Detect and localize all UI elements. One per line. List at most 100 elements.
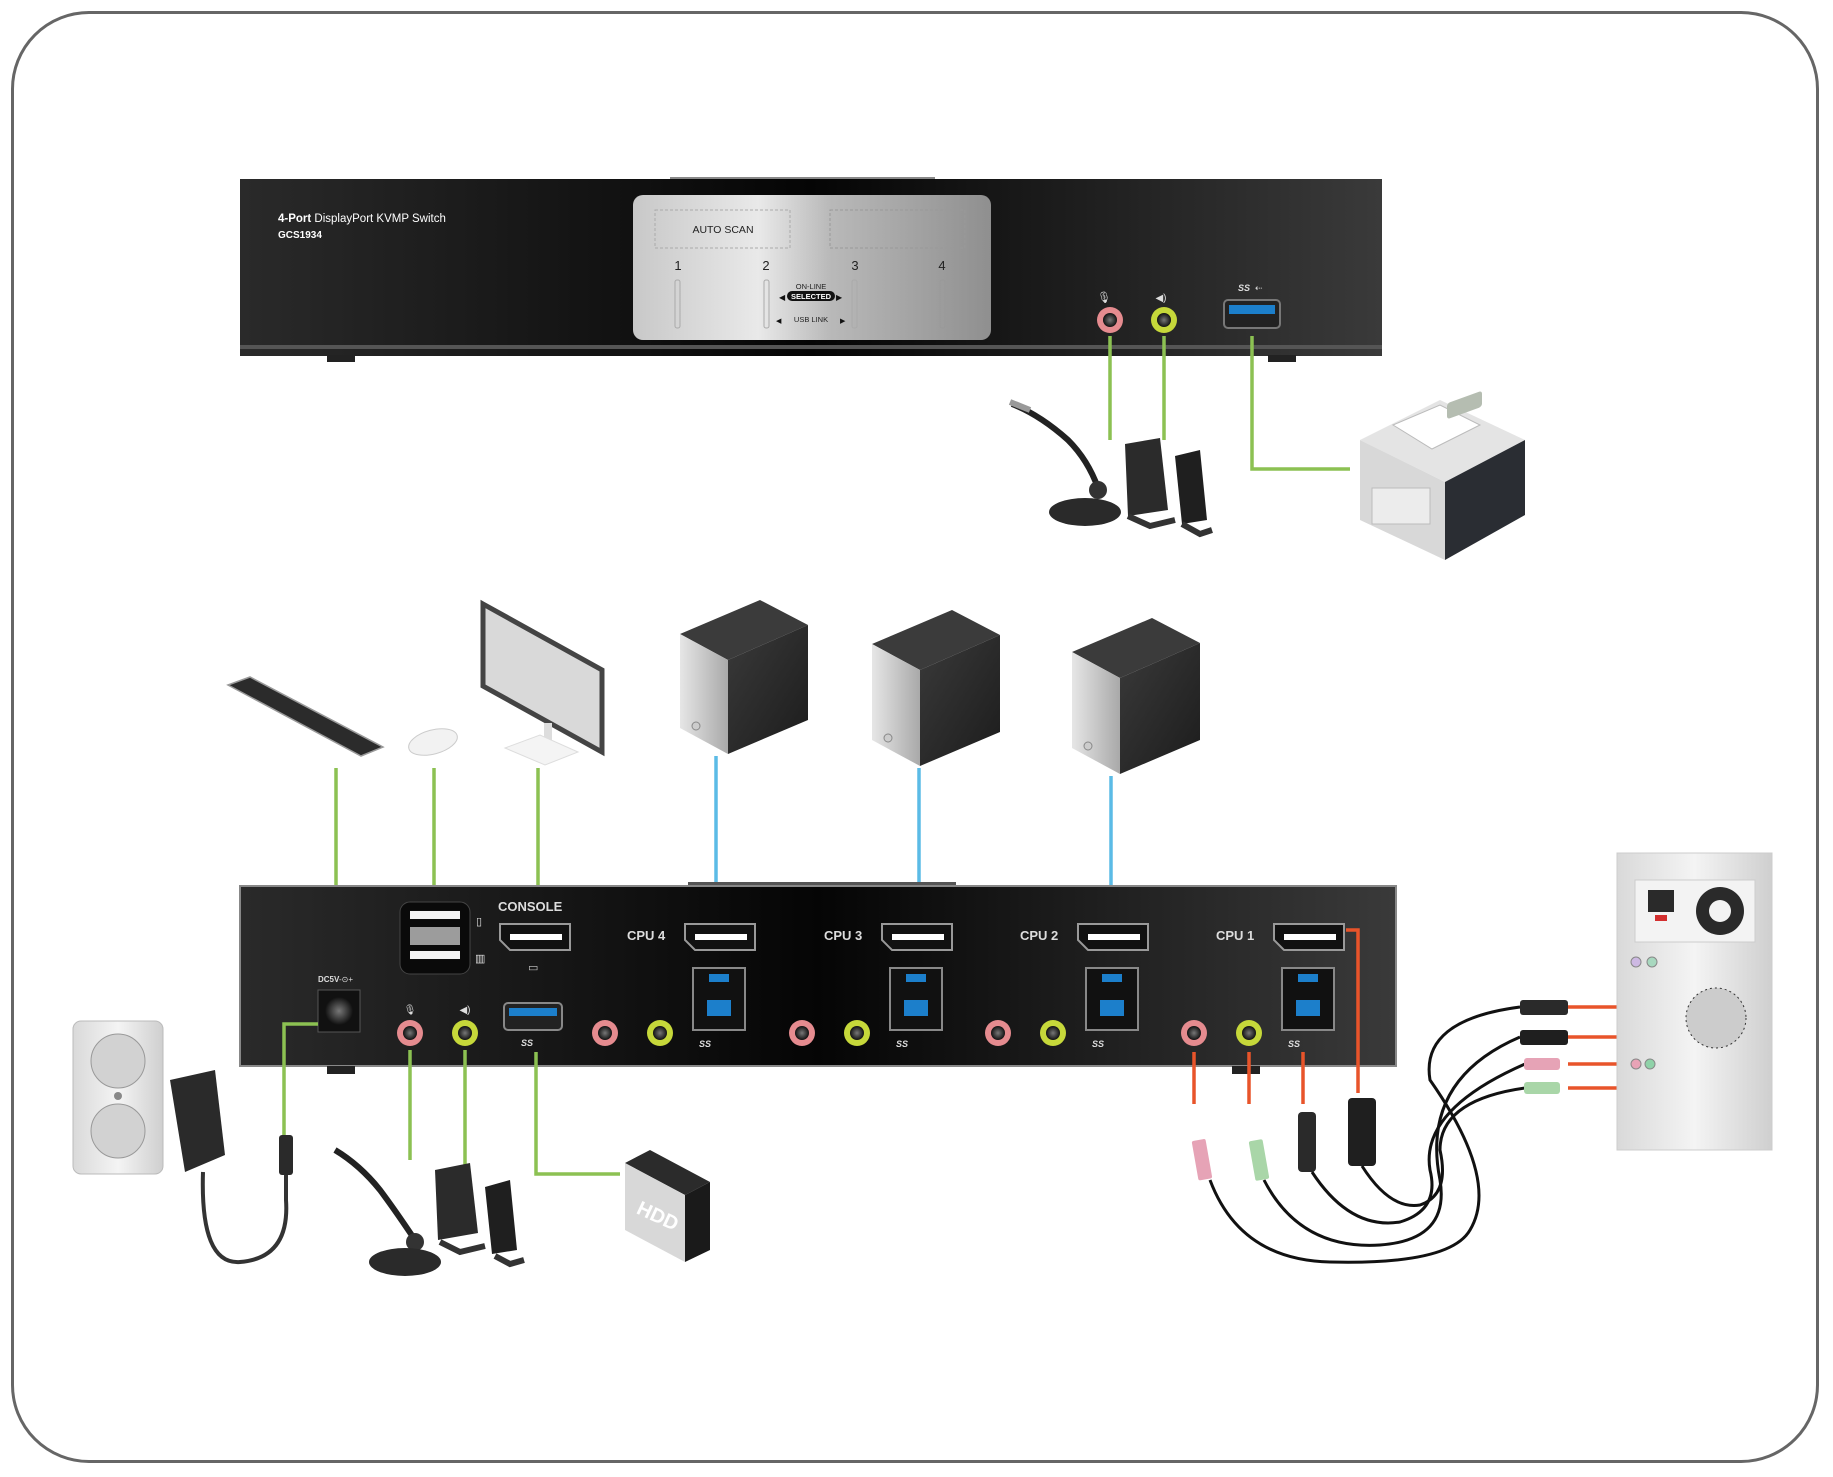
cpu-mic-jack[interactable] (1181, 1020, 1207, 1046)
cpu-label: CPU 3 (824, 928, 862, 943)
usb-icon: ⇠ (1255, 283, 1263, 293)
usb-a-plug (1520, 1000, 1568, 1015)
console-usb3-port[interactable]: SS (503, 1002, 563, 1048)
front-panel: 4-Port DisplayPort KVMP Switch GCS1934 A… (240, 177, 1382, 362)
front-mic-jack[interactable]: 🎙 (1097, 291, 1123, 333)
port-number-3[interactable]: 3 (851, 258, 858, 273)
cpu-port-group-cpu4: CPU 4 SS (592, 923, 756, 1049)
port-led-2 (763, 279, 770, 329)
ss-usb-label: SS (1238, 283, 1250, 293)
printer-link (1250, 336, 1350, 471)
usb-a-plug (1520, 1030, 1568, 1045)
computer-cpu2 (1072, 618, 1200, 774)
rear-connections (282, 1022, 620, 1176)
auto-scan-button[interactable] (654, 209, 791, 249)
power-link (282, 1022, 318, 1135)
port-led-1 (674, 279, 681, 329)
cpu-port-group-cpu3: CPU 3 SS (789, 923, 953, 1049)
cpu-usb-b-port[interactable] (1085, 967, 1139, 1031)
cpu-displayport[interactable] (1273, 923, 1345, 951)
front-title: 4-Port DisplayPort KVMP Switch (278, 213, 446, 225)
speaker-icon: ◀) (1155, 293, 1166, 304)
cpu-displayport[interactable] (881, 923, 953, 951)
cpu-speaker-jack[interactable] (1236, 1020, 1262, 1046)
front-connections (1108, 336, 1350, 471)
front-usb3-port[interactable]: SS ⇠ (1223, 283, 1281, 329)
mic-icon: 🎙 (404, 1004, 417, 1016)
monitor (480, 599, 605, 766)
cpu-mic-jack[interactable] (789, 1020, 815, 1046)
hdd: HDD (625, 1150, 710, 1262)
cpu-port-group-cpu1: CPU 1 SS (1181, 923, 1345, 1049)
mic-plug (1524, 1058, 1560, 1070)
displayport-plug (1348, 1098, 1376, 1166)
port-number-2[interactable]: 2 (762, 258, 769, 273)
ss-usb-label: SS (1288, 1039, 1300, 1049)
rear-microphone (333, 1147, 441, 1276)
port-led-4 (939, 279, 946, 329)
diagram-frame (11, 11, 1819, 1463)
cpu-speaker-jack[interactable] (844, 1020, 870, 1046)
power-jack[interactable]: DC5V -⊙+ (317, 975, 361, 1033)
mouse-icon: ▯ (476, 916, 482, 928)
console-mic-jack[interactable]: 🎙 (397, 1004, 423, 1046)
console-usb-ports[interactable]: ▯ ▥ (399, 901, 485, 975)
printer (1360, 391, 1525, 560)
mouse (408, 728, 458, 756)
rear-speakers (435, 1163, 525, 1268)
cpu-usb-b-port[interactable] (889, 967, 943, 1031)
cpu-speaker-jack[interactable] (647, 1020, 673, 1046)
ss-usb-label: SS (521, 1038, 533, 1048)
cpu-speaker-jack[interactable] (1040, 1020, 1066, 1046)
cpu-mic-jack[interactable] (592, 1020, 618, 1046)
selected-label: SELECTED (791, 292, 832, 301)
console-speaker-jack[interactable]: ◀) (452, 1005, 478, 1046)
cpu-label: CPU 2 (1020, 928, 1058, 943)
cpu-mic-jack[interactable] (985, 1020, 1011, 1046)
computer-cpu1-rear (1616, 852, 1773, 1151)
mic-plug (1191, 1139, 1213, 1181)
arrow-left-icon: ◀ (776, 318, 782, 325)
model-number: GCS1934 (278, 230, 322, 241)
ss-usb-label: SS (896, 1039, 908, 1049)
arrow-right-icon: ▶ (836, 293, 843, 302)
button-panel (633, 195, 991, 340)
power-adapter (170, 1070, 293, 1265)
mic-icon: 🎙 (1097, 291, 1111, 304)
power-outlet (72, 1020, 164, 1175)
ss-usb-label: SS (699, 1039, 711, 1049)
monitor-icon: ▭ (528, 962, 538, 974)
dc5v-label: DC5V (318, 975, 340, 984)
usb-link-label: USB LINK (794, 315, 828, 324)
front-speaker-jack[interactable]: ◀) (1151, 293, 1177, 333)
cpu-label: CPU 4 (627, 928, 666, 943)
cpu-label: CPU 1 (1216, 928, 1254, 943)
speaker-icon: ◀) (459, 1005, 470, 1016)
selected-badge (787, 291, 835, 301)
speaker-plug (1248, 1139, 1270, 1181)
console-displayport[interactable]: ▭ (499, 923, 571, 974)
port-number-4[interactable]: 4 (938, 258, 945, 273)
online-label: ON-LINE (796, 282, 826, 291)
cpu-displayport[interactable] (684, 923, 756, 951)
cpu-usb-b-port[interactable] (1281, 967, 1335, 1031)
blank-button[interactable] (829, 209, 966, 249)
usb-b-plug (1298, 1112, 1316, 1172)
port-number-1[interactable]: 1 (674, 258, 681, 273)
power-polarity-label: -⊙+ (339, 975, 353, 984)
cpu1-plugs (1191, 1000, 1568, 1264)
rear-panel: DC5V -⊙+ ▯ ▥ CONSOLE ▭ 🎙 ◀) (239, 882, 1397, 1074)
front-microphone (1008, 399, 1121, 526)
auto-scan-label: AUTO SCAN (692, 224, 753, 236)
front-speakers (1125, 438, 1213, 538)
port-led-3 (851, 279, 858, 329)
computer-cpu4 (680, 600, 808, 754)
speaker-plug (1524, 1082, 1560, 1094)
arrow-right-icon: ▶ (840, 318, 846, 325)
cpu-usb-b-port[interactable] (692, 967, 746, 1031)
arrow-left-icon: ◀ (779, 293, 786, 302)
keyboard (226, 676, 385, 757)
cpu-displayport[interactable] (1077, 923, 1149, 951)
keyboard-icon: ▥ (475, 953, 485, 965)
